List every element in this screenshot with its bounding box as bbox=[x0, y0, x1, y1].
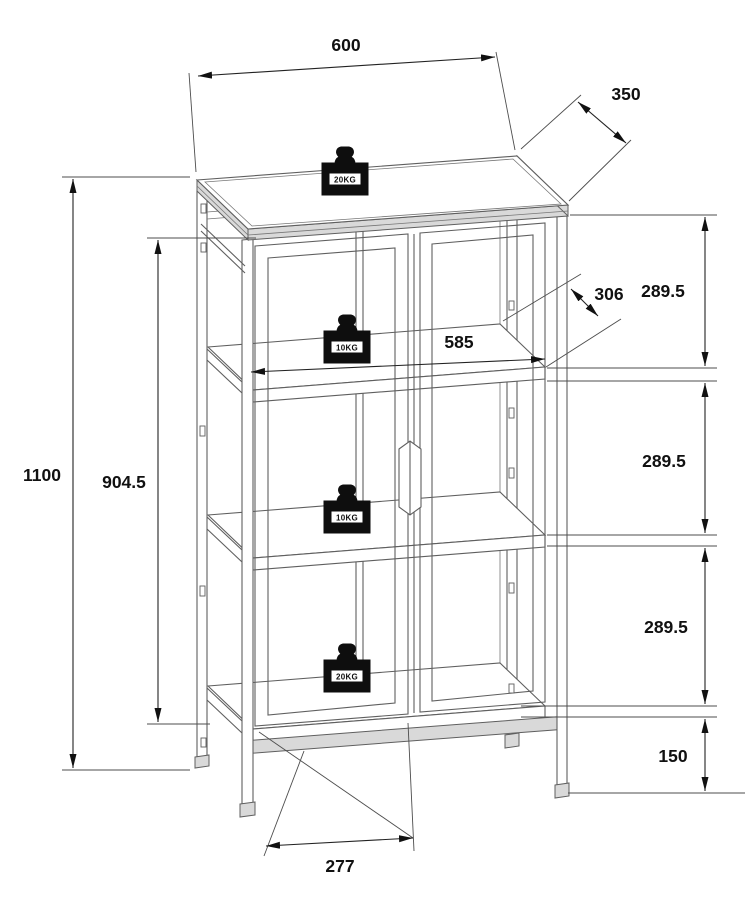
dim-bay-bottom: 289.5 bbox=[521, 545, 717, 707]
front-left-foot bbox=[239, 801, 256, 818]
pin-icon bbox=[200, 242, 207, 253]
weight-middle-shelf: 10KG bbox=[323, 484, 371, 534]
load-label: 20KG bbox=[336, 673, 358, 682]
weight-icon bbox=[336, 643, 358, 662]
dim-depth-top: 350 bbox=[520, 84, 641, 202]
doors bbox=[254, 222, 546, 727]
weight-icon bbox=[334, 146, 356, 165]
pin-icon bbox=[199, 425, 206, 437]
top-slab-inset bbox=[204, 158, 562, 227]
top-slab bbox=[195, 154, 570, 242]
dim-label-bay-top: 289.5 bbox=[641, 281, 685, 301]
load-label: 20KG bbox=[334, 176, 356, 185]
left-door-frame bbox=[254, 233, 409, 727]
pin-icon bbox=[508, 300, 515, 311]
pin-icon bbox=[508, 407, 515, 419]
dim-label-shelf-width: 585 bbox=[444, 332, 473, 352]
shelf-2 bbox=[206, 491, 547, 571]
pin-icon bbox=[508, 683, 515, 694]
dim-leg-height: 150 bbox=[521, 716, 745, 794]
right-door-frame bbox=[419, 222, 546, 713]
dim-label-overall-height: 1100 bbox=[23, 465, 61, 485]
weight-bottom-shelf: 20KG bbox=[323, 643, 371, 693]
weight-icon bbox=[336, 314, 358, 333]
front-right-leg bbox=[556, 214, 568, 787]
side-panel-rail-inner bbox=[200, 230, 246, 274]
dim-label-depth-top: 350 bbox=[611, 84, 640, 104]
dim-label-door-width: 277 bbox=[325, 856, 354, 876]
shelves bbox=[206, 323, 547, 742]
load-label: 10KG bbox=[336, 344, 358, 353]
front-posts bbox=[200, 214, 570, 818]
dim-inner-height: 904.5 bbox=[102, 237, 256, 725]
pin-icon bbox=[199, 585, 206, 597]
weight-icon bbox=[336, 484, 358, 503]
dim-overall-height: 1100 bbox=[23, 176, 190, 771]
load-label: 10KG bbox=[336, 514, 358, 523]
dim-label-bay-middle: 289.5 bbox=[642, 451, 686, 471]
shelf-pins bbox=[199, 203, 515, 748]
dim-label-bay-bottom: 289.5 bbox=[644, 617, 688, 637]
right-door-glass bbox=[431, 234, 534, 702]
back-right-foot bbox=[504, 732, 520, 749]
dim-width-top: 600 bbox=[188, 35, 516, 173]
pin-icon bbox=[200, 203, 207, 214]
front-left-leg bbox=[241, 238, 254, 806]
dimensions: 600 350 306 585 1100 bbox=[23, 35, 745, 876]
weight-top-panel: 20KG bbox=[321, 146, 369, 196]
top-slab-surface bbox=[195, 155, 570, 230]
dim-label-inner-height: 904.5 bbox=[102, 472, 146, 492]
shelf-1 bbox=[206, 323, 547, 403]
dim-label-shelf-depth: 306 bbox=[594, 284, 623, 304]
door-handle bbox=[398, 440, 422, 516]
dim-shelf-width: 585 bbox=[250, 332, 546, 375]
pin-icon bbox=[508, 467, 515, 479]
front-right-foot bbox=[554, 782, 570, 799]
back-right-post bbox=[506, 189, 518, 737]
dim-label-leg-height: 150 bbox=[658, 746, 687, 766]
dim-door-width: 277 bbox=[265, 835, 414, 876]
dim-shelf-depth: 306 bbox=[502, 273, 624, 368]
pin-icon bbox=[200, 737, 207, 748]
back-left-post bbox=[196, 189, 208, 759]
side-panel-rail bbox=[200, 223, 246, 267]
back-left-foot bbox=[194, 754, 210, 769]
back-center-mullion bbox=[355, 200, 364, 693]
pin-icon bbox=[508, 582, 515, 594]
dim-label-width-top: 600 bbox=[331, 35, 360, 55]
left-door-glass bbox=[267, 247, 396, 716]
dim-bay-middle: 289.5 bbox=[547, 380, 717, 536]
dim-bay-top: 289.5 bbox=[547, 214, 717, 369]
